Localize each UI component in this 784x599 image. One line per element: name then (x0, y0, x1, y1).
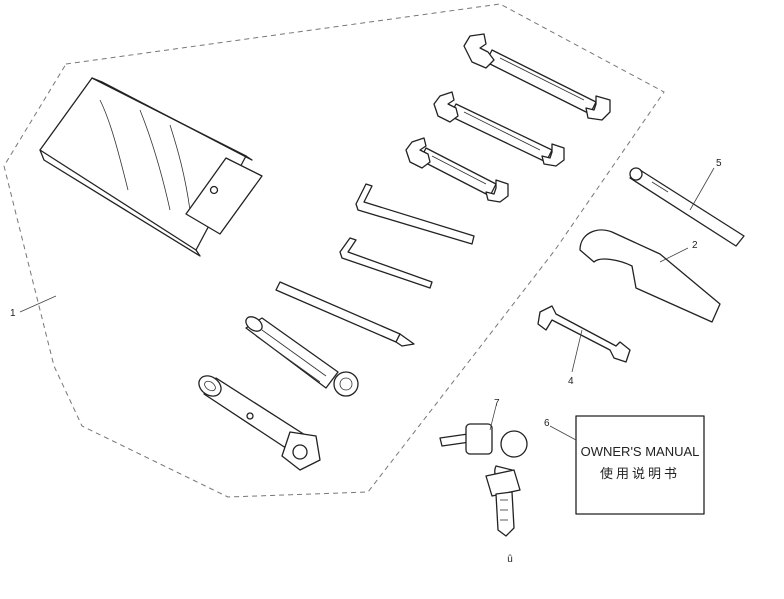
callout-1: 1 (10, 308, 16, 319)
wrench-medium (433, 91, 565, 167)
ignition-keys (439, 423, 528, 537)
screwdriver-handle (245, 316, 359, 397)
manual-subtitle: 使用说明书 (600, 466, 680, 482)
leader-lines (19, 167, 715, 441)
hook-spanner (579, 229, 721, 323)
toolkit-boundary (3, 3, 665, 498)
small-open-wrench (537, 305, 631, 363)
wrench-small (405, 137, 509, 203)
wrench-large (463, 33, 611, 121)
callout-7: 7 (494, 398, 500, 409)
callout-6: 6 (544, 418, 550, 429)
footer-mark: ȗ (507, 554, 513, 565)
manual-title: OWNER'S MANUAL (581, 444, 700, 459)
hex-key-small (339, 237, 433, 289)
callout-5: 5 (716, 158, 722, 169)
tool-bag (39, 77, 263, 257)
owners-manual-book (575, 415, 705, 515)
pin-rod (629, 167, 745, 247)
callout-2: 2 (692, 240, 698, 251)
callout-4: 4 (568, 376, 574, 387)
screwdriver-shaft (275, 281, 415, 347)
tube-spanner (198, 375, 321, 471)
hex-key-large (355, 183, 475, 245)
